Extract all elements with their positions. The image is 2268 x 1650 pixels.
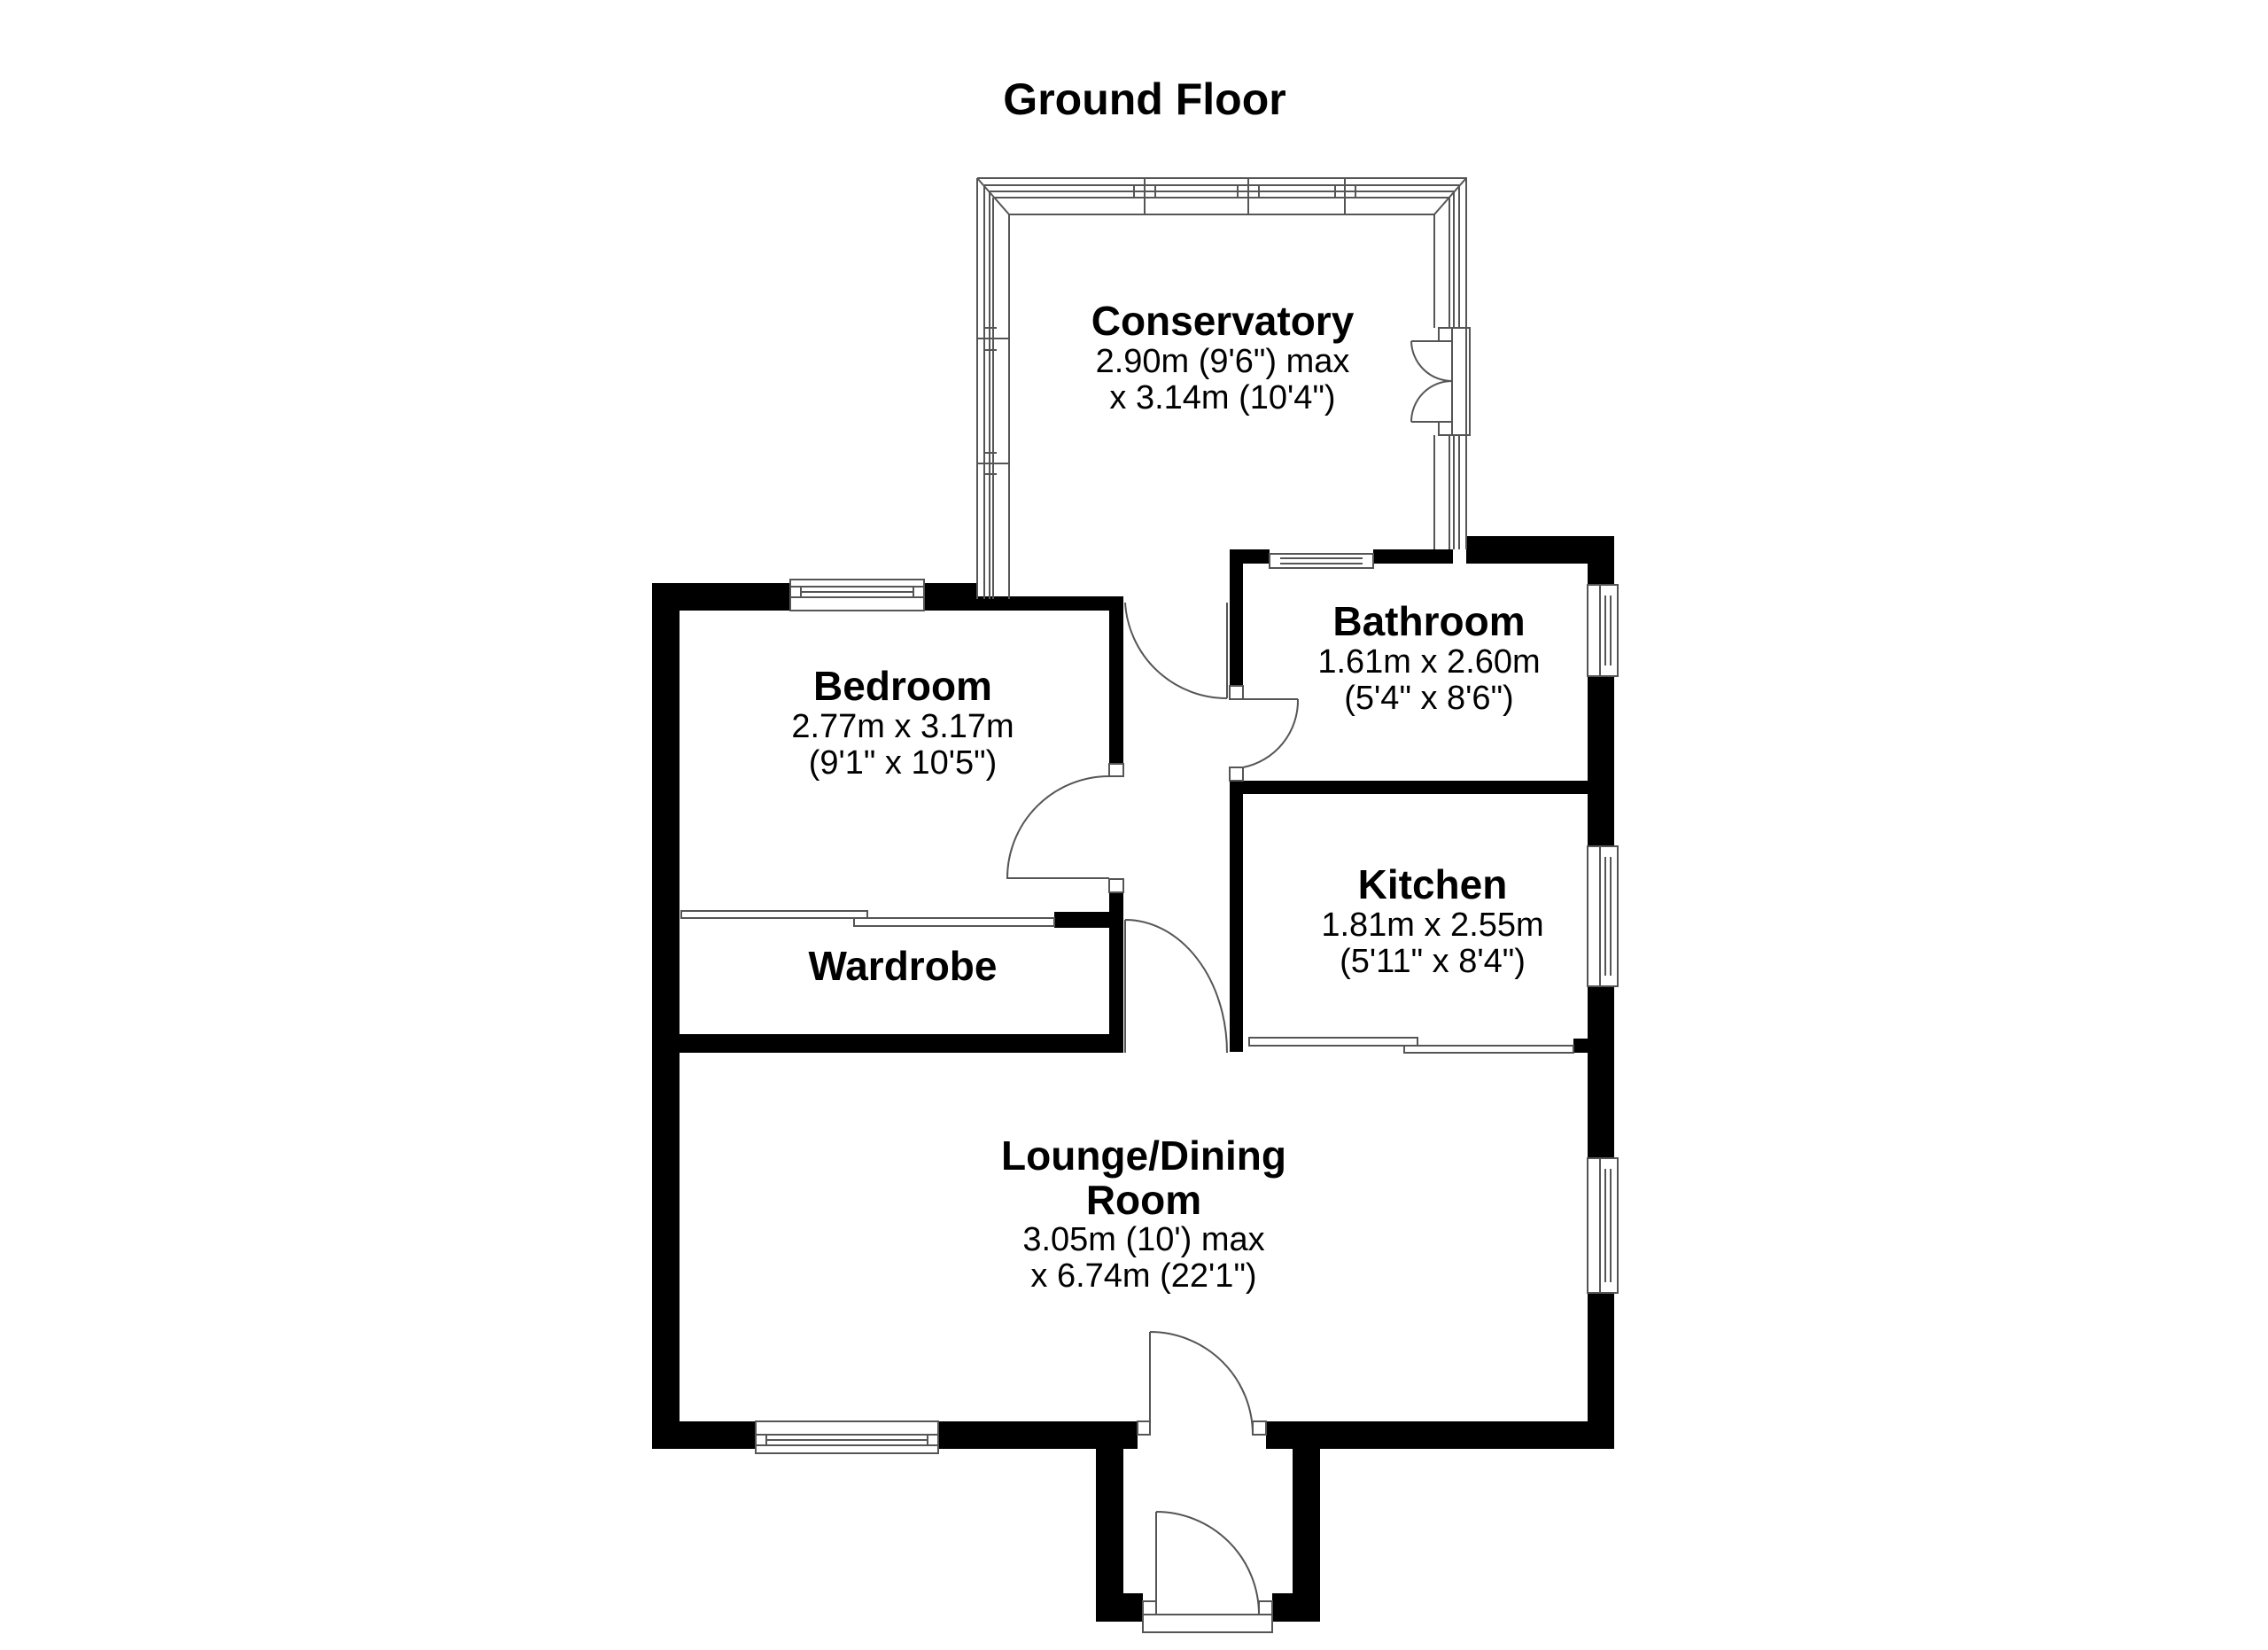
room-bathroom: Bathroom 1.61m x 2.60m (5'4" x 8'6")	[1317, 598, 1541, 717]
room-dimension: 2.77m x 3.17m	[791, 707, 1014, 745]
room-name: Room	[1085, 1176, 1202, 1223]
floor-title: Ground Floor	[1003, 74, 1286, 124]
room-dimension: x 3.14m (10'4")	[1109, 378, 1336, 416]
room-dimension: (9'1" x 10'5")	[808, 743, 998, 782]
room-conservatory: Conservatory 2.90m (9'6") max x 3.14m (1…	[1091, 298, 1355, 416]
walls	[652, 536, 1614, 1622]
room-dimension: (5'4" x 8'6")	[1344, 679, 1514, 717]
room-dimension: x 6.74m (22'1")	[1030, 1257, 1257, 1296]
room-dimension: 1.61m x 2.60m	[1317, 642, 1541, 681]
room-name: Conservatory	[1091, 298, 1355, 344]
room-kitchen: Kitchen 1.81m x 2.55m (5'11" x 8'4")	[1321, 861, 1544, 980]
room-name: Kitchen	[1357, 861, 1508, 907]
room-dimension: (5'11" x 8'4")	[1340, 942, 1526, 980]
room-name: Bedroom	[813, 663, 992, 709]
fixtures	[680, 177, 1619, 1633]
room-bedroom: Bedroom 2.77m x 3.17m (9'1" x 10'5")	[791, 663, 1014, 782]
room-dimension: 1.81m x 2.55m	[1321, 906, 1544, 944]
room-wardrobe: Wardrobe	[808, 943, 998, 989]
room-name: Lounge/Dining	[1001, 1132, 1286, 1179]
room-dimension: 2.90m (9'6") max	[1095, 342, 1350, 380]
room-lounge-dining: Lounge/Dining Room 3.05m (10') max x 6.7…	[1001, 1132, 1286, 1296]
room-dimension: 3.05m (10') max	[1022, 1221, 1265, 1259]
room-name: Bathroom	[1332, 598, 1526, 644]
room-name: Wardrobe	[808, 943, 998, 989]
